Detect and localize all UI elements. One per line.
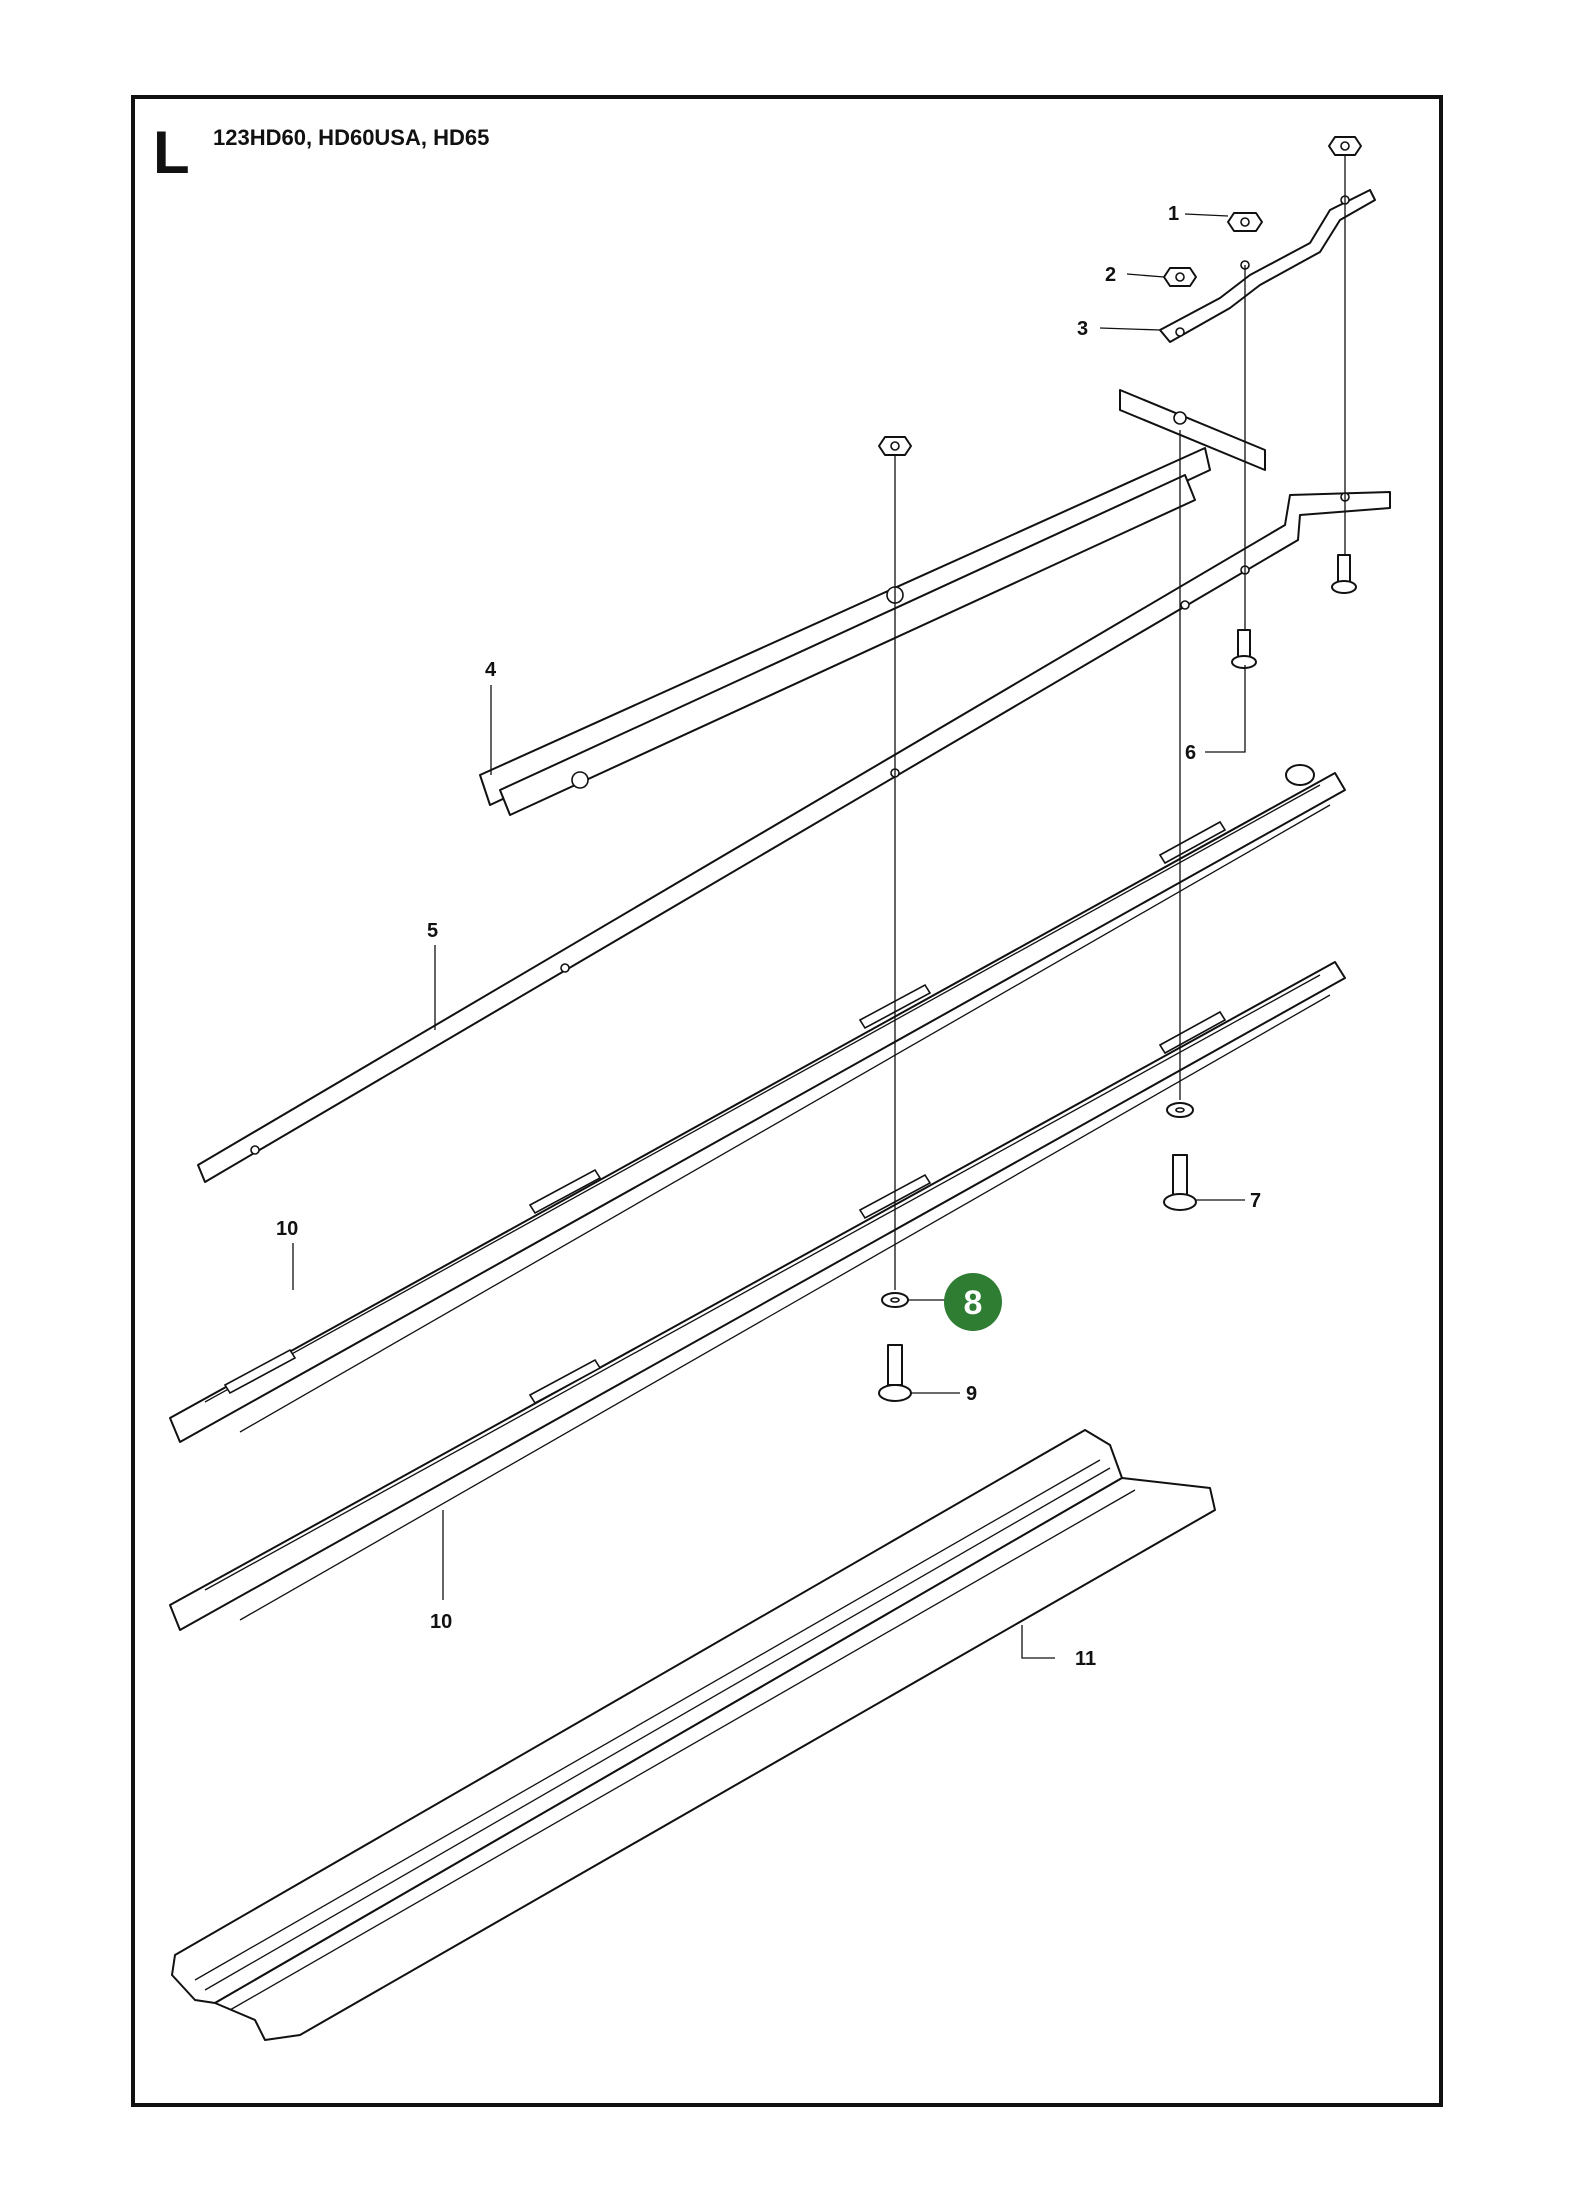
page-frame (131, 95, 1443, 2107)
callout-3: 3 (1077, 318, 1088, 340)
callout-11: 11 (1075, 1648, 1096, 1670)
section-letter: L (153, 119, 190, 186)
part-nut-1[interactable] (1227, 212, 1263, 232)
callout-10-upper: 10 (276, 1218, 298, 1240)
callout-6: 6 (1185, 742, 1196, 764)
part-screw-6b (1331, 554, 1357, 594)
callout-2: 2 (1105, 264, 1116, 286)
callout-8-badge (944, 1273, 1002, 1331)
part-nut-top (1328, 136, 1362, 156)
part-bar[interactable] (197, 491, 1391, 1183)
callout-4: 4 (485, 659, 497, 681)
part-guard[interactable] (171, 1429, 1216, 2041)
part-washer-8[interactable] (881, 1292, 909, 1308)
part-blade-lower[interactable] (169, 961, 1346, 1631)
part-bracket[interactable] (1159, 189, 1376, 343)
callout-7: 7 (1250, 1190, 1261, 1212)
part-screw-7[interactable] (1163, 1154, 1197, 1211)
callout-5: 5 (427, 920, 438, 942)
callout-1: 1 (1168, 203, 1179, 225)
callout-8: 8 (964, 1284, 983, 1322)
blade-pin (1285, 764, 1315, 786)
part-blade-upper[interactable] (169, 764, 1346, 1443)
part-screw-9[interactable] (878, 1344, 912, 1402)
callout-10-lower: 10 (430, 1611, 452, 1633)
part-washer-7 (1166, 1102, 1194, 1118)
part-nut-2[interactable] (1163, 267, 1197, 287)
part-support-plate[interactable] (479, 389, 1266, 816)
model-title: 123HD60, HD60USA, HD65 (213, 125, 489, 150)
part-nut-center (878, 436, 912, 456)
callout-9: 9 (966, 1383, 977, 1405)
part-screw-6a[interactable] (1231, 629, 1257, 669)
